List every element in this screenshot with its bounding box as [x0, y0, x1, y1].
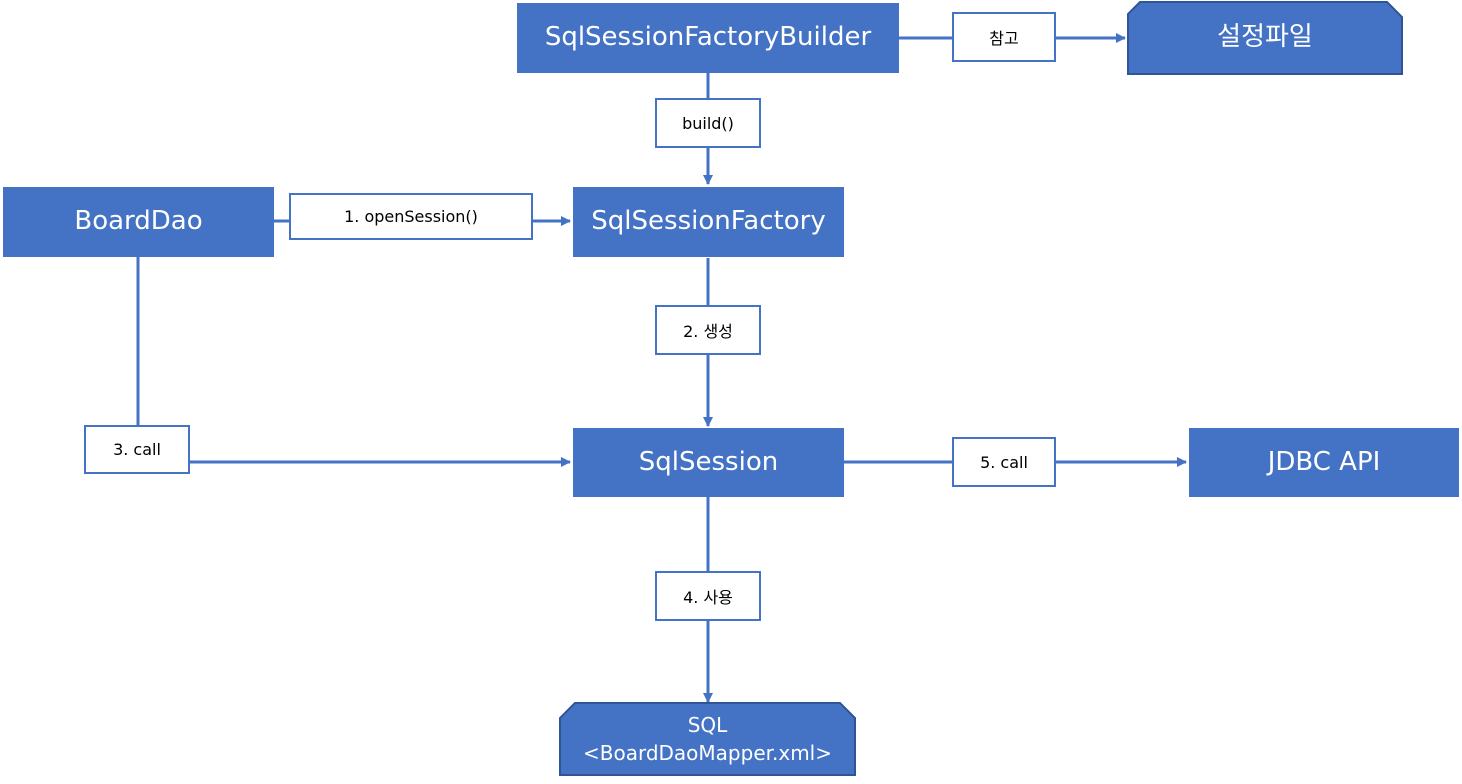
edge-label-create: 2. 생성 — [655, 305, 761, 355]
sql-session-factory-node: SqlSessionFactory — [573, 187, 844, 257]
edge-label-build: build() — [655, 98, 761, 148]
edge-label-use-4: 4. 사용 — [655, 571, 761, 621]
sql-mapper-node: SQL <BoardDaoMapper.xml> — [560, 703, 855, 775]
sql-session-node: SqlSession — [573, 428, 844, 497]
edge-label-open-session: 1. openSession() — [289, 193, 533, 240]
board-dao-node: BoardDao — [3, 187, 274, 257]
sql-mapper-line1: SQL — [687, 713, 728, 737]
edge-dao-to-session — [136, 257, 571, 467]
config-file-node: 설정파일 — [1217, 22, 1313, 53]
edge-label-call-5: 5. call — [952, 437, 1056, 487]
sql-mapper-line2: <BoardDaoMapper.xml> — [582, 741, 832, 765]
sql-session-factory-builder-node: SqlSessionFactoryBuilder — [517, 3, 899, 73]
edge-label-refer: 참고 — [952, 12, 1056, 62]
jdbc-api-node: JDBC API — [1189, 428, 1459, 497]
config-file-shape — [1127, 1, 1403, 75]
sql-file-shape — [559, 702, 856, 776]
edge-label-call-3: 3. call — [84, 425, 190, 474]
